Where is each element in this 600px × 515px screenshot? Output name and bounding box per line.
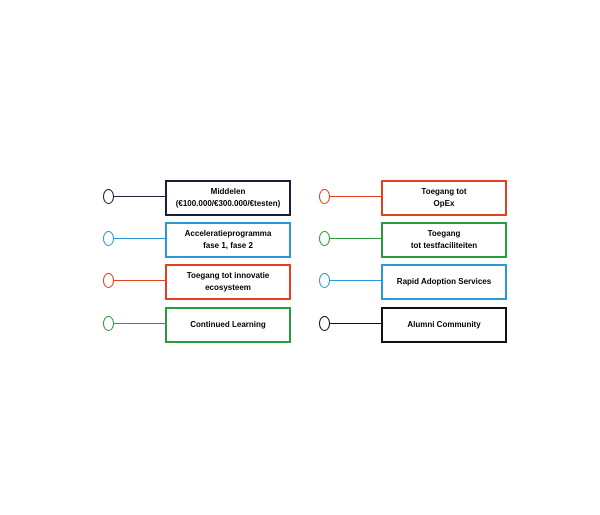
box-toegang-innovatie: Toegang tot innovatie ecosysteem	[165, 264, 291, 300]
circle-node-icon	[319, 189, 330, 204]
connector-line	[330, 323, 382, 324]
box-rapid-adoption: Rapid Adoption Services	[381, 264, 507, 300]
circle-node-icon	[103, 273, 114, 288]
box-text-line: ecosysteem	[205, 283, 251, 292]
box-toegang-opex: Toegang tot OpEx	[381, 180, 507, 216]
circle-node-icon	[103, 316, 114, 331]
connector-line	[330, 280, 382, 281]
box-text-line: Alumni Community	[407, 320, 481, 329]
connector-line	[330, 238, 382, 239]
box-text-line: OpEx	[433, 199, 455, 208]
box-text-line: Toegang tot	[421, 187, 467, 196]
connector-line	[114, 238, 166, 239]
box-text-line: Toegang tot innovatie	[186, 271, 270, 280]
circle-node-icon	[319, 273, 330, 288]
box-text-line: tot testfaciliteiten	[410, 241, 478, 250]
box-text-line: Acceleratieprogramma	[184, 229, 272, 238]
circle-node-icon	[103, 231, 114, 246]
box-text-line: (€100.000/€300.000/€testen)	[175, 199, 281, 208]
box-middelen: Middelen (€100.000/€300.000/€testen)	[165, 180, 291, 216]
connector-line	[330, 196, 382, 197]
connector-line	[114, 323, 166, 324]
connector-line	[114, 196, 166, 197]
box-text-line: Rapid Adoption Services	[396, 277, 492, 286]
box-text-line: fase 1, fase 2	[203, 241, 253, 250]
box-continued-learning: Continued Learning	[165, 307, 291, 343]
box-acceleratieprogramma: Acceleratieprogramma fase 1, fase 2	[165, 222, 291, 258]
connector-line	[114, 280, 166, 281]
box-alumni-community: Alumni Community	[381, 307, 507, 343]
circle-node-icon	[319, 231, 330, 246]
circle-node-icon	[319, 316, 330, 331]
box-text-line: Continued Learning	[190, 320, 266, 329]
box-toegang-testfaciliteiten: Toegang tot testfaciliteiten	[381, 222, 507, 258]
box-text-line: Toegang	[427, 229, 461, 238]
box-text-line: Middelen	[210, 187, 246, 196]
circle-node-icon	[103, 189, 114, 204]
